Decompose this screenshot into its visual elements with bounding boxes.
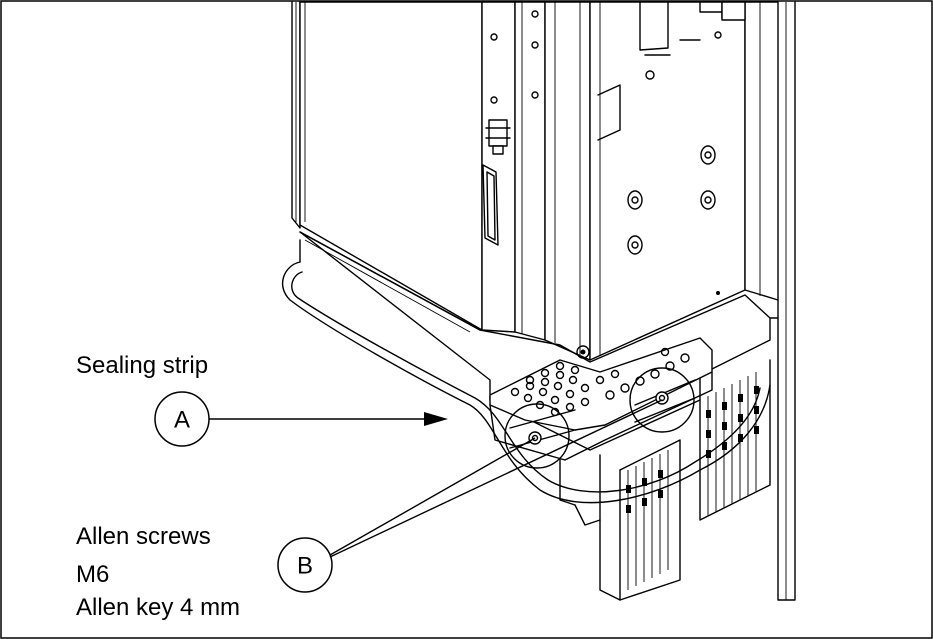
label-m6: M6 [76, 561, 109, 588]
callout-b-letter: B [297, 553, 313, 580]
callout-a-letter: A [174, 407, 190, 434]
label-allen-screws: Allen screws [76, 523, 211, 550]
label-allen-key: Allen key 4 mm [76, 594, 240, 621]
label-sealing-strip: Sealing strip [76, 352, 208, 379]
